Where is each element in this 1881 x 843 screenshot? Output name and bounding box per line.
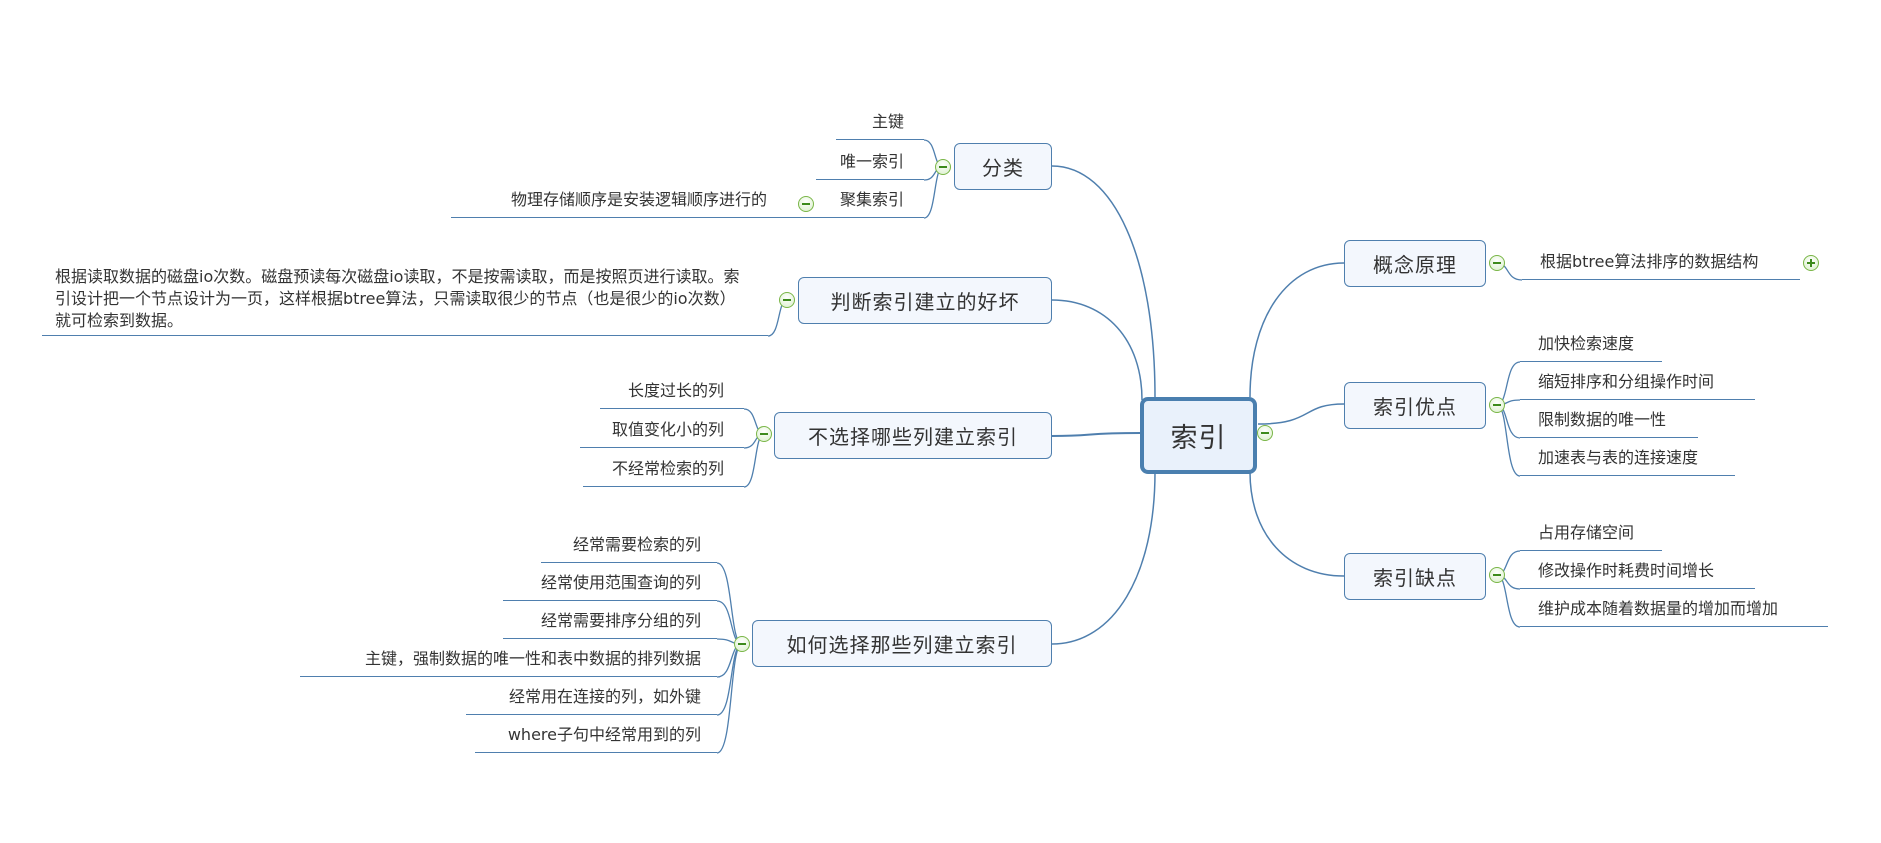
leaf-con[interactable]: 占用存储空间 (1520, 521, 1662, 551)
central-topic-label: 索引 (1170, 423, 1227, 454)
topic-label: 如何选择那些列建立索引 (786, 633, 1018, 657)
connector-line (716, 643, 743, 754)
leaf-choose[interactable]: where子句中经常用到的列 (475, 723, 717, 753)
collapse-toggle-icon[interactable] (1489, 567, 1505, 583)
connector-line (1257, 403, 1345, 425)
leaf-con[interactable]: 维护成本随着数据量的增加而增加 (1520, 597, 1828, 627)
collapse-toggle-icon[interactable] (1489, 255, 1505, 271)
topic-pros[interactable]: 索引优点 (1344, 382, 1486, 429)
leaf-concept[interactable]: 根据btree算法排序的数据结构 (1522, 250, 1800, 280)
leaf-choose[interactable]: 经常用在连接的列，如外键 (466, 685, 717, 715)
collapse-toggle-icon[interactable] (756, 426, 772, 442)
topic-label: 索引缺点 (1373, 566, 1457, 590)
collapse-toggle-icon[interactable] (734, 636, 750, 652)
leaf-choose[interactable]: 经常需要检索的列 (541, 533, 717, 563)
leaf-pro[interactable]: 加速表与表的连接速度 (1520, 446, 1735, 476)
connector-line (1051, 471, 1156, 645)
leaf-pro[interactable]: 限制数据的唯一性 (1520, 408, 1698, 438)
connector-line (716, 643, 743, 716)
collapse-toggle-icon[interactable] (935, 159, 951, 175)
leaf-clustered-index[interactable]: 聚集索引 (790, 188, 924, 218)
expand-toggle-icon[interactable] (1803, 255, 1819, 271)
central-topic[interactable]: 索引 (1140, 397, 1257, 474)
topic-label: 分类 (982, 156, 1024, 180)
leaf-choose[interactable]: 经常使用范围查询的列 (503, 571, 717, 601)
leaf-primary-key[interactable]: 主键 (836, 110, 924, 140)
connector-line (1051, 165, 1156, 398)
topic-concept[interactable]: 概念原理 (1344, 240, 1486, 287)
connector-line (1249, 471, 1345, 577)
collapse-toggle-icon[interactable] (798, 196, 814, 212)
topic-label: 不选择哪些列建立索引 (808, 425, 1018, 449)
topic-label: 判断索引建立的好坏 (830, 290, 1020, 314)
connector-line (1249, 262, 1345, 398)
leaf-avoid[interactable]: 长度过长的列 (600, 379, 744, 409)
topic-label: 索引优点 (1373, 395, 1457, 419)
topic-label: 概念原理 (1373, 253, 1457, 277)
connector-line (1496, 404, 1521, 477)
leaf-choose[interactable]: 主键，强制数据的唯一性和表中数据的排列数据 (300, 647, 717, 677)
leaf-avoid[interactable]: 不经常检索的列 (583, 457, 744, 487)
collapse-toggle-icon[interactable] (1257, 425, 1273, 441)
leaf-choose[interactable]: 经常需要排序分组的列 (503, 609, 717, 639)
topic-cons[interactable]: 索引缺点 (1344, 553, 1486, 600)
leaf-con[interactable]: 修改操作时耗费时间增长 (1520, 559, 1755, 589)
leaf-judge-note[interactable]: 根据读取数据的磁盘io次数。磁盘预读每次磁盘io读取，不是按需读取，而是按照页进… (42, 266, 768, 336)
leaf-unique-index[interactable]: 唯一索引 (816, 150, 924, 180)
leaf-pro[interactable]: 缩短排序和分组操作时间 (1520, 370, 1755, 400)
collapse-toggle-icon[interactable] (1489, 397, 1505, 413)
leaf-avoid[interactable]: 取值变化小的列 (580, 418, 744, 448)
topic-choose-columns[interactable]: 如何选择那些列建立索引 (752, 620, 1052, 667)
connector-line (1051, 299, 1143, 401)
topic-category[interactable]: 分类 (954, 143, 1052, 190)
topic-avoid-columns[interactable]: 不选择哪些列建立索引 (774, 412, 1052, 459)
topic-judge[interactable]: 判断索引建立的好坏 (798, 277, 1052, 324)
leaf-pro[interactable]: 加快检索速度 (1520, 332, 1662, 362)
collapse-toggle-icon[interactable] (779, 292, 795, 308)
leaf-clustered-note[interactable]: 物理存储顺序是安装逻辑顺序进行的 (451, 188, 791, 218)
connector-line (716, 562, 743, 645)
connector-line (1051, 432, 1141, 437)
